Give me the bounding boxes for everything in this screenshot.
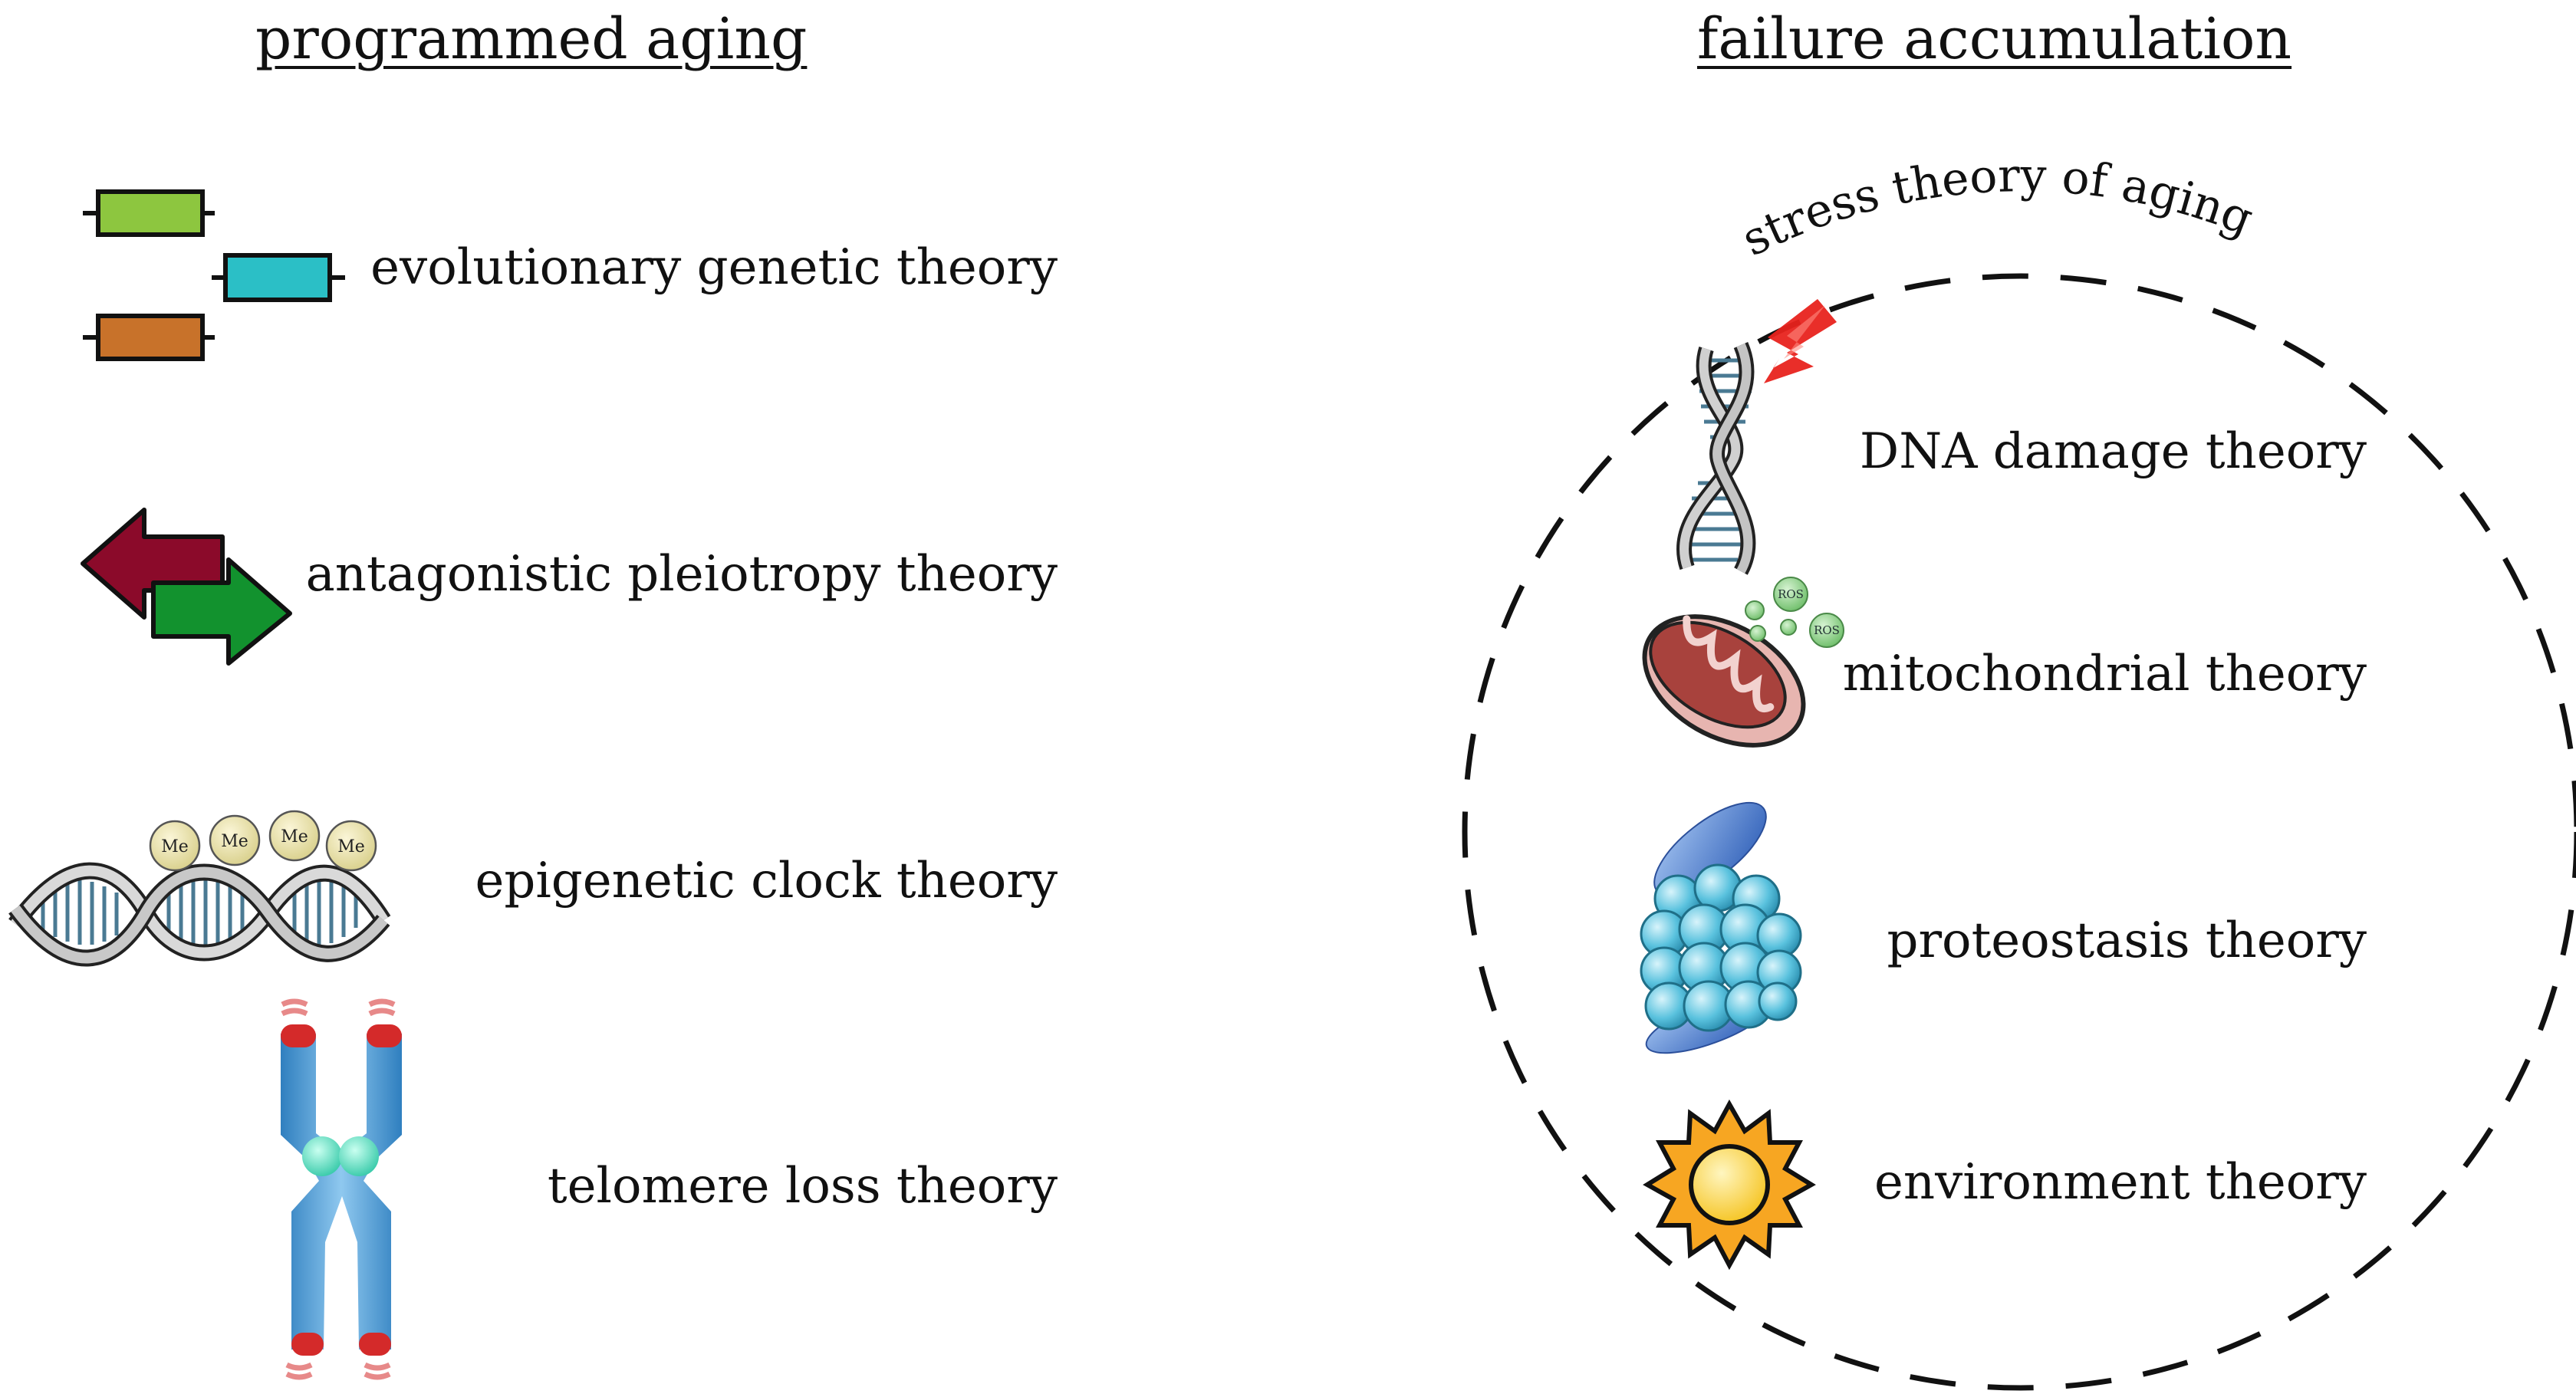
opposing-arrows-icon — [81, 508, 292, 666]
mitochondrial-theory-label: mitochondrial theory — [1842, 646, 2367, 702]
methyl-group-1 — [149, 820, 201, 872]
proteasome-icon — [1640, 801, 1802, 1054]
methyl-group-4 — [325, 820, 377, 872]
damaged-dna-icon — [1676, 299, 1837, 575]
chromosome-icon — [281, 998, 402, 1380]
stress-theory-arc-label: stress theory of aging — [1733, 149, 2260, 267]
dna-damage-theory-label: DNA damage theory — [1859, 423, 2367, 480]
methyl-group-3 — [268, 810, 321, 862]
telomere-loss-theory-label: telomere loss theory — [547, 1158, 1058, 1215]
methyl-label-3: Me — [281, 827, 308, 847]
stress-theory-boundary — [1462, 273, 2576, 1391]
failure-accumulation-title: failure accumulation — [1697, 6, 2292, 72]
programmed-aging-title: programmed aging — [255, 6, 808, 72]
epigenetic-clock-theory-label: epigenetic clock theory — [475, 853, 1058, 909]
methyl-label-4: Me — [337, 837, 365, 856]
lightning-bolt-icon — [1764, 299, 1837, 383]
sun-icon — [1643, 1099, 1816, 1271]
methyl-group-2 — [209, 814, 261, 866]
methyl-label-2: Me — [221, 832, 248, 851]
gene-bars-icon — [83, 189, 345, 361]
methyl-label-1: Me — [161, 837, 189, 856]
evolutionary-genetic-theory-label: evolutionary genetic theory — [370, 239, 1058, 296]
ros-label-2: ROS — [1814, 623, 1840, 637]
mitochondrion-icon: ROS ROS — [1642, 577, 1844, 748]
proteostasis-theory-label: proteostasis theory — [1887, 912, 2367, 969]
methylated-dna-icon: Me Me Me Me — [8, 810, 391, 967]
antagonistic-pleiotropy-theory-label: antagonistic pleiotropy theory — [305, 546, 1058, 603]
ros-label-1: ROS — [1778, 587, 1804, 601]
environment-theory-label: environment theory — [1874, 1154, 2367, 1211]
